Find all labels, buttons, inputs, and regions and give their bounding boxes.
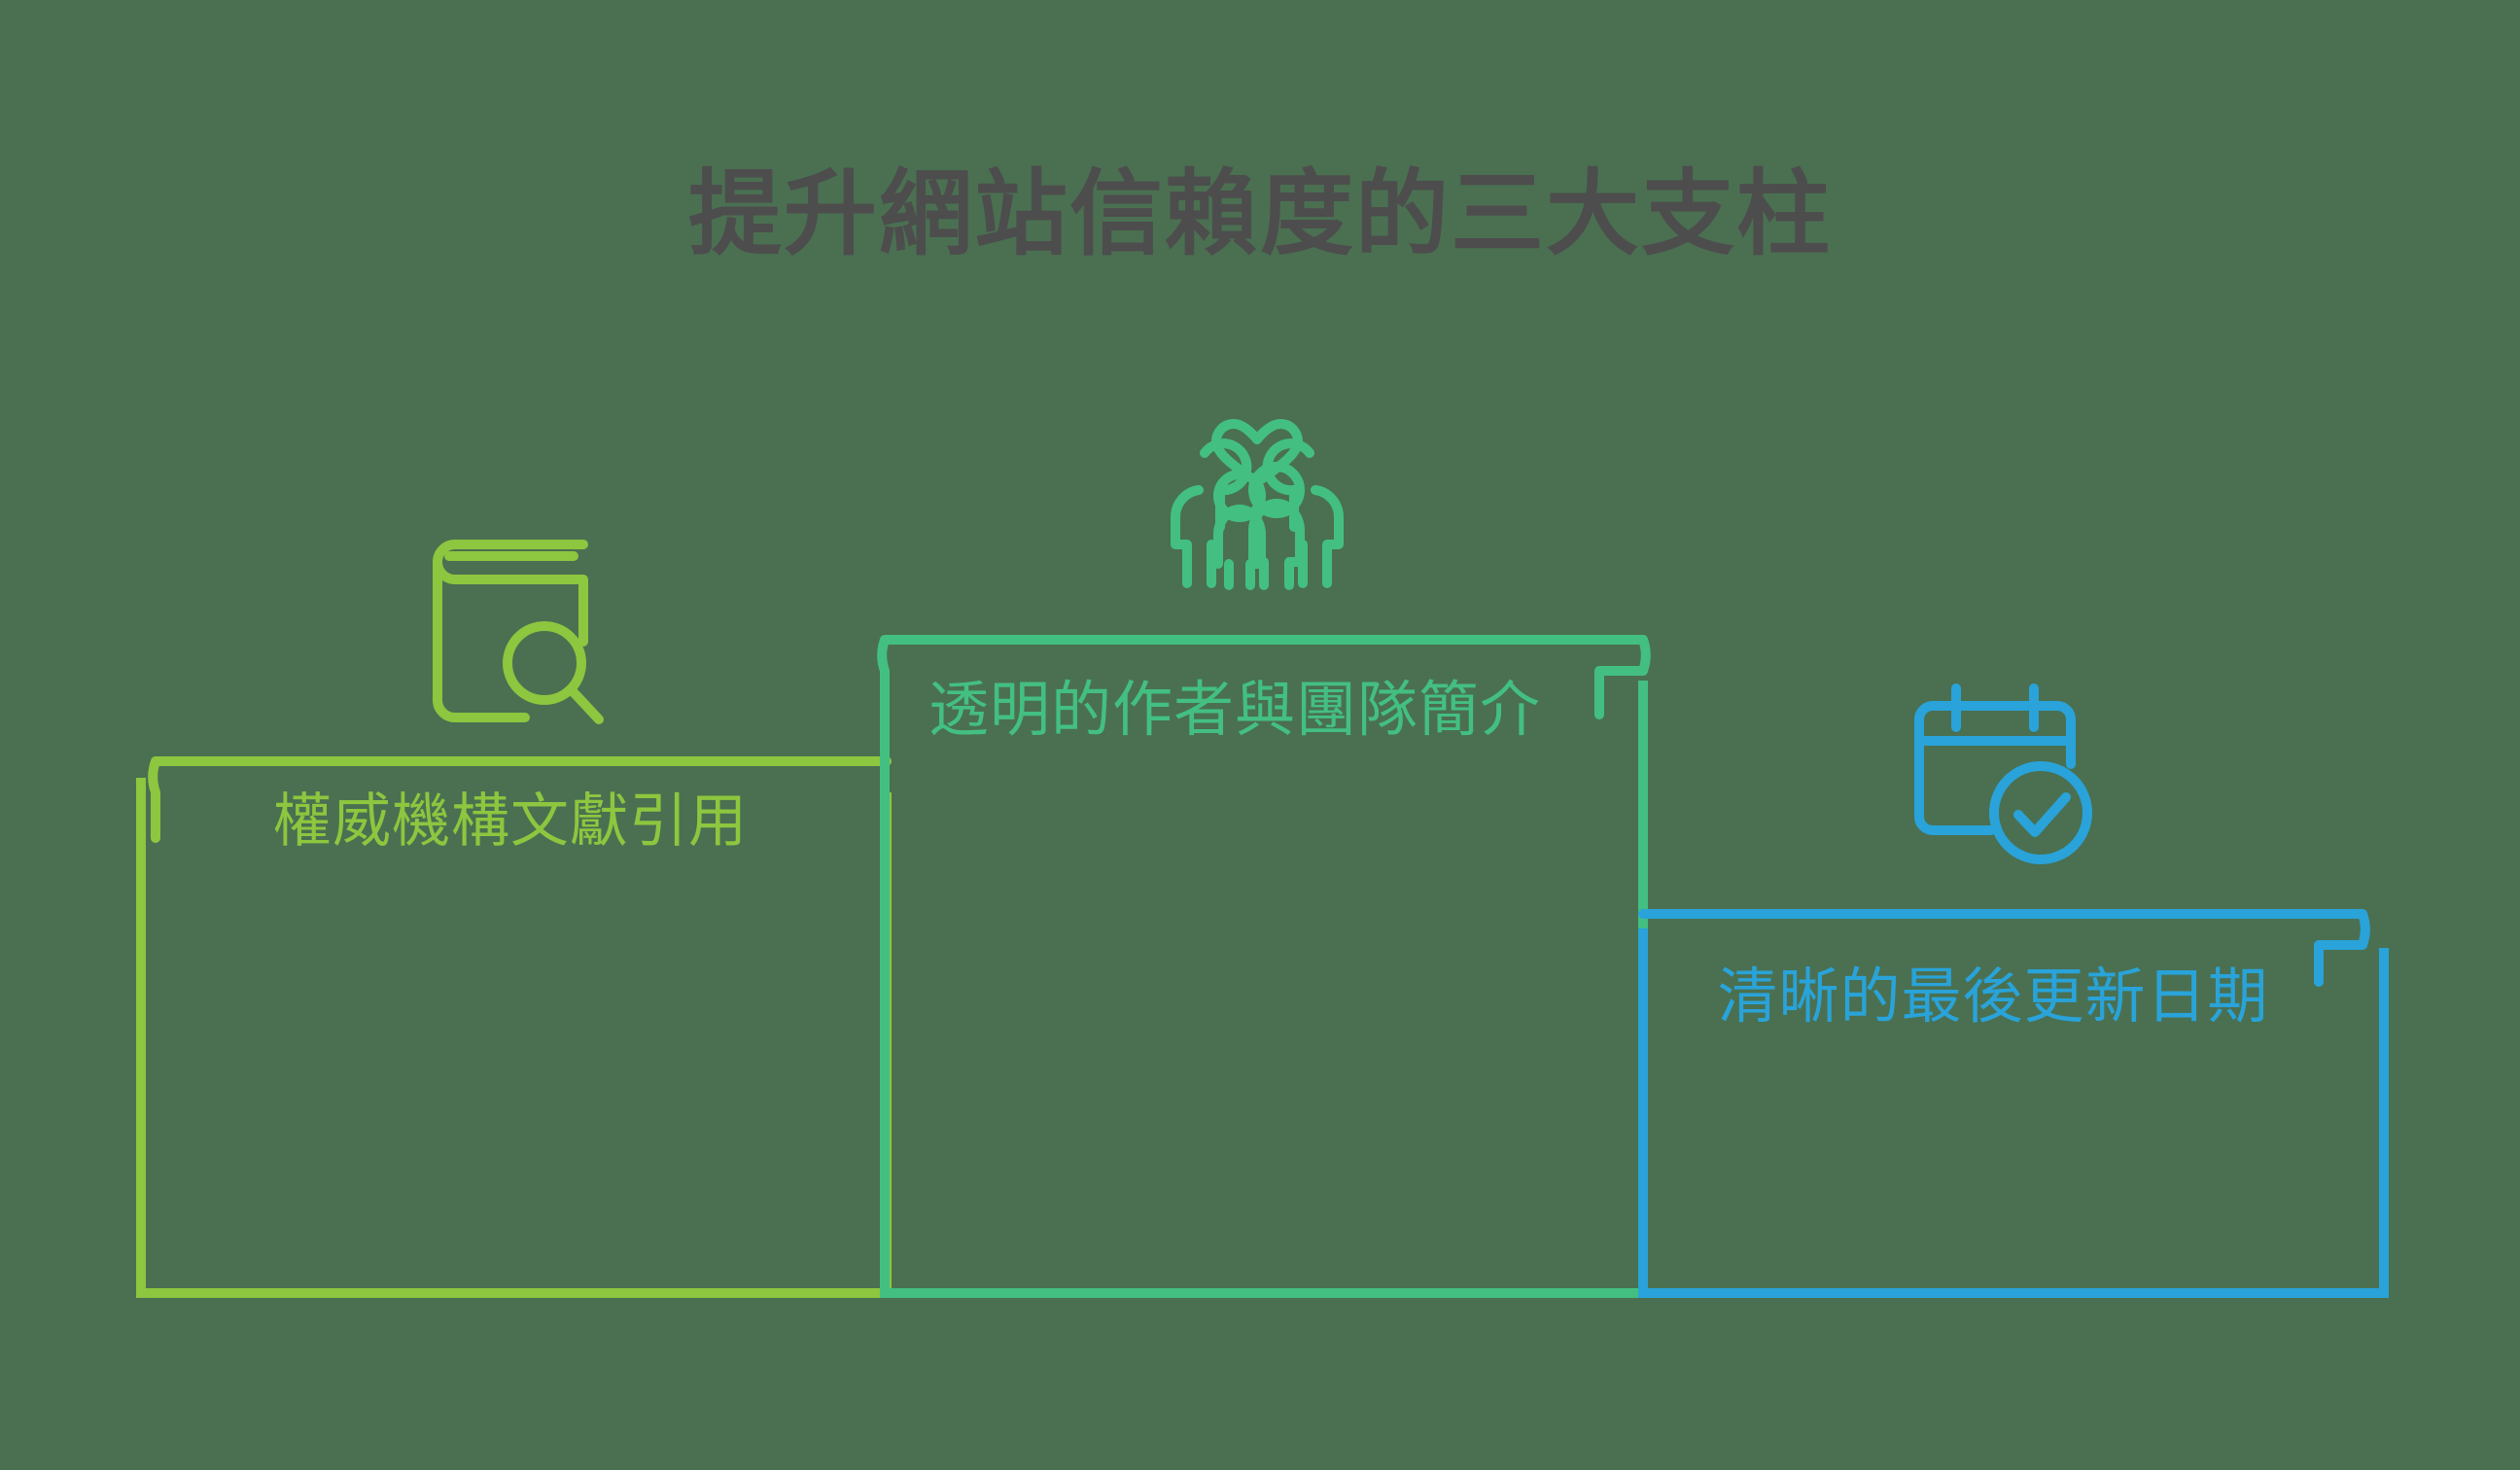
- calendar-check-icon: [1898, 671, 2102, 865]
- pillar-label-transparent-authors: 透明的作者與團隊簡介: [928, 677, 1541, 744]
- pillar-label-authority-citations: 權威機構文獻引用: [273, 788, 748, 854]
- book-search-icon: [408, 515, 622, 729]
- page-title: 提升網站信賴度的三大支柱: [688, 162, 1832, 266]
- pillar-center-body: [880, 681, 1648, 1298]
- pillar-label-clear-update-date: 清晰的最後更新日期: [1717, 963, 2269, 1031]
- pillar-center-top-scroll-right: [1594, 635, 1651, 719]
- team-heart-icon: [1150, 381, 1364, 595]
